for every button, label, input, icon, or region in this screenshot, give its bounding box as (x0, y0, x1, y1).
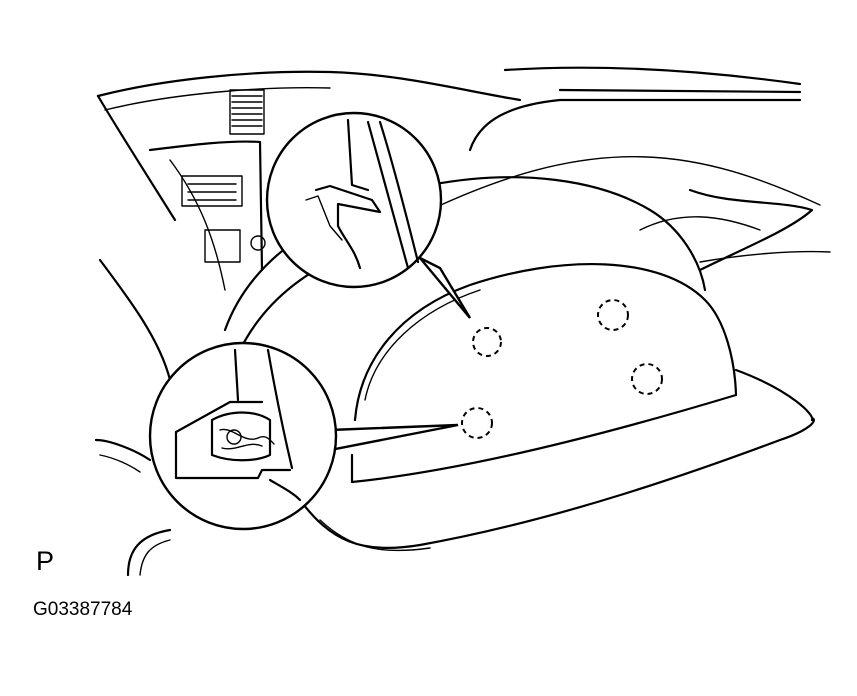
steering-area (94, 258, 172, 577)
figure-code: G03387784 (33, 599, 133, 620)
center-console (148, 89, 266, 291)
dashboard-outline (96, 66, 831, 422)
clip-upper-left-marker (472, 327, 502, 357)
view-label: P (36, 546, 55, 576)
clip-upper-right-marker (597, 299, 629, 331)
clip-locations (461, 299, 663, 439)
clip-lower-left-marker (461, 407, 493, 439)
detail-callout-upper (265, 111, 472, 319)
detail-callout-lower (148, 341, 459, 531)
clip-lower-right-marker (631, 363, 663, 395)
